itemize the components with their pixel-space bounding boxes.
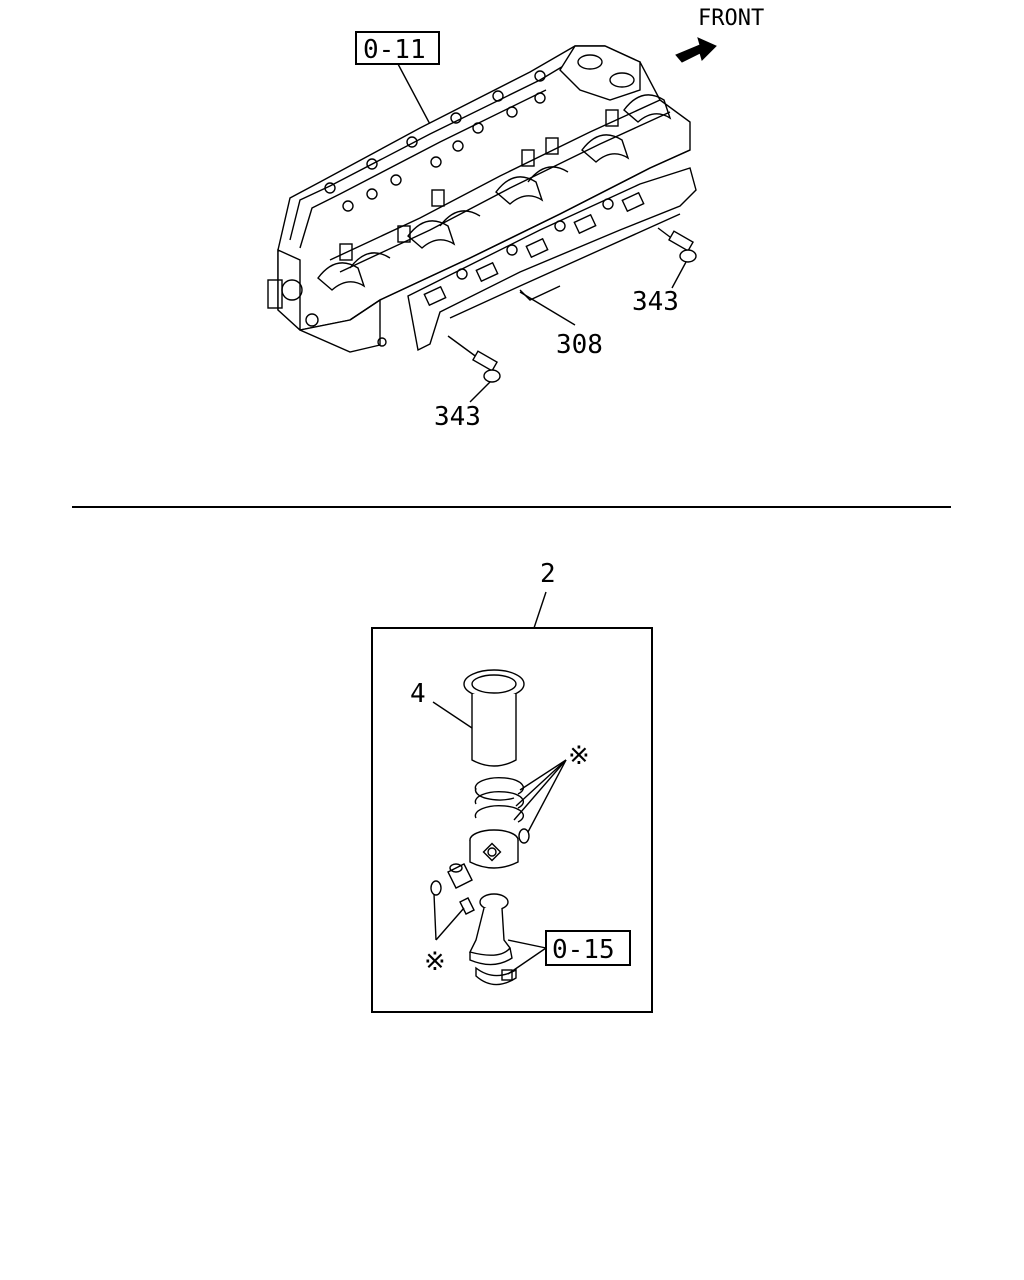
bolt-icon-left: [447, 335, 501, 383]
snap-rings: [430, 880, 475, 915]
leader-4: [432, 701, 473, 729]
callout-4: 4: [410, 679, 426, 709]
kit-number: 2: [540, 559, 556, 589]
asterisk-rings: ※: [568, 741, 590, 771]
bottom-view: 2 4 ※: [371, 559, 653, 1013]
ref-box-0-11: [355, 31, 440, 65]
leader-kit: [533, 591, 547, 629]
leader-343-left: [469, 381, 491, 403]
connecting-rod: [468, 893, 517, 986]
leader-343-right: [671, 261, 687, 289]
leader-asterisk-rings: [513, 759, 567, 833]
front-label: FRONT: [698, 6, 764, 31]
top-view: FRONT 0-11: [267, 6, 764, 432]
cylinder-head: [267, 45, 691, 353]
leader-308: [519, 291, 576, 326]
bolt-icon-right: [657, 227, 697, 263]
asterisk-pins: ※: [424, 947, 446, 977]
ref-0-11-label: 0-11: [363, 35, 426, 65]
callout-308: 308: [556, 330, 603, 360]
ref-0-15-label: 0-15: [552, 935, 615, 965]
leader-0-11: [397, 63, 433, 129]
kit-box: [371, 627, 653, 1013]
piston-rings: [474, 777, 525, 823]
callout-343-right: 343: [632, 287, 679, 317]
piston-pin: [447, 863, 473, 889]
callout-343-left: 343: [434, 402, 481, 432]
leader-asterisk-pins: [433, 893, 465, 941]
leader-0-15: [507, 939, 547, 975]
cylinder-liner-4: [463, 669, 525, 767]
piston: [469, 829, 519, 869]
front-arrow-icon: [675, 37, 717, 63]
